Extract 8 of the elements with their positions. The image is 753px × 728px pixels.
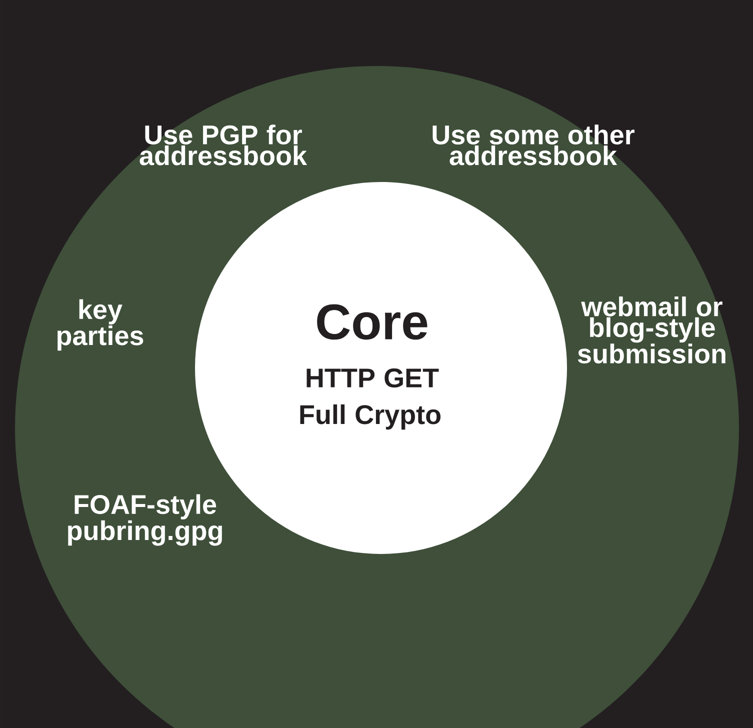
core-title: Core	[317, 304, 428, 340]
region-label: key parties	[58, 299, 144, 351]
core-label: HTTP GET	[306, 368, 439, 388]
region-label: Use some other addressbook	[432, 124, 634, 166]
region-label: FOAF-style pubring.gpg	[68, 494, 222, 546]
core-label: Full Crypto	[300, 404, 440, 430]
region-label: Use PGP for addressbook	[140, 124, 308, 166]
region-label: webmail or blog-style submission	[578, 296, 726, 364]
